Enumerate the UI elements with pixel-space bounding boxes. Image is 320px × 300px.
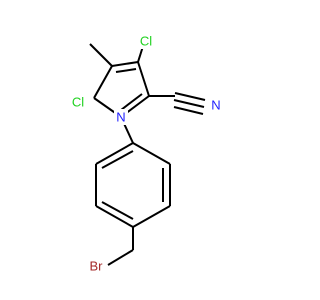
cl-left-bg [69, 94, 87, 110]
br-bg [86, 258, 106, 274]
atom-br: Br [90, 259, 104, 274]
cl-top-bg [137, 33, 155, 49]
benzene-ring [95, 142, 171, 228]
bond-cn-triple-3 [173, 106, 204, 115]
bond-c3-c4 [111, 61, 139, 67]
bond-ch2-br [107, 249, 134, 266]
bond-ph-inner-c [101, 150, 134, 169]
atom-cl-top: Cl [140, 34, 152, 49]
bond-cn-triple-2 [174, 92, 206, 101]
molecule-structure: Cl Cl N N Br [69, 33, 223, 274]
n-nitrile-bg [209, 97, 223, 113]
bond-cn-triple-1 [173, 99, 205, 108]
atom-n-nitrile: N [211, 98, 220, 113]
bond-ph-4-5 [95, 205, 134, 228]
bond-ph-6-1 [95, 142, 134, 165]
bond-ph-inner-b [101, 201, 134, 220]
molecule-canvas: Cl Cl N N Br [69, 33, 223, 274]
atom-cl-left: Cl [72, 95, 84, 110]
bond-ph-1-2 [132, 142, 171, 165]
bond-c2-c1-inner [120, 93, 143, 111]
atom-n-ring: N [116, 110, 125, 125]
bond-n-c5 [93, 65, 113, 99]
bond-ph-3-4 [132, 205, 171, 228]
n-ring-bg [114, 109, 128, 125]
bond-c3-c4-inner [115, 68, 137, 73]
bond-c5-cl [89, 43, 113, 67]
bond-c3-c2 [137, 61, 150, 97]
